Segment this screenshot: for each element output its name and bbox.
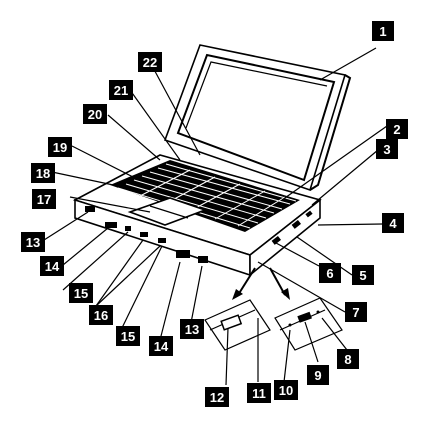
callout-8: 8 <box>337 349 359 369</box>
callout-17: 17 <box>32 189 56 209</box>
svg-text:20: 20 <box>88 107 102 122</box>
callout-10: 10 <box>274 380 298 400</box>
svg-text:1: 1 <box>379 24 386 39</box>
svg-text:15: 15 <box>74 286 88 301</box>
callout-4: 4 <box>382 213 404 233</box>
callout-18: 18 <box>31 163 55 183</box>
svg-text:7: 7 <box>352 305 359 320</box>
callout-15-right: 15 <box>116 326 140 346</box>
svg-text:4: 4 <box>389 216 397 231</box>
callout-19: 19 <box>48 137 72 157</box>
callout-14-right: 14 <box>149 336 173 356</box>
callout-22: 22 <box>138 52 162 72</box>
svg-text:3: 3 <box>383 142 390 157</box>
callout-12: 12 <box>205 387 229 407</box>
svg-text:19: 19 <box>53 140 67 155</box>
callout-15-left: 15 <box>69 283 93 303</box>
callout-2: 2 <box>386 119 408 139</box>
callout-5: 5 <box>352 265 374 285</box>
svg-text:22: 22 <box>143 55 157 70</box>
callout-21: 21 <box>109 80 133 100</box>
laptop-lid <box>163 44 352 192</box>
svg-text:18: 18 <box>36 166 50 181</box>
callout-6: 6 <box>319 263 341 283</box>
svg-text:15: 15 <box>121 329 135 344</box>
svg-text:14: 14 <box>45 259 60 274</box>
callout-9: 9 <box>307 365 329 385</box>
svg-text:8: 8 <box>344 352 351 367</box>
svg-text:5: 5 <box>359 268 366 283</box>
svg-text:2: 2 <box>393 122 400 137</box>
laptop-base <box>72 154 322 277</box>
svg-text:12: 12 <box>210 390 224 405</box>
svg-text:14: 14 <box>154 339 169 354</box>
leader-lines <box>43 47 388 386</box>
svg-text:11: 11 <box>252 386 266 401</box>
svg-text:16: 16 <box>94 308 108 323</box>
callout-14-left: 14 <box>40 256 64 276</box>
svg-text:13: 13 <box>185 322 199 337</box>
callout-13-left: 13 <box>21 232 45 252</box>
callout-3: 3 <box>376 139 398 159</box>
svg-text:17: 17 <box>37 192 51 207</box>
callout-1: 1 <box>372 21 394 41</box>
callout-13-right: 13 <box>180 319 204 339</box>
svg-text:9: 9 <box>314 368 321 383</box>
callout-16: 16 <box>89 305 113 325</box>
callout-7: 7 <box>345 302 367 322</box>
callout-11: 11 <box>247 383 271 403</box>
svg-text:10: 10 <box>279 383 293 398</box>
callout-20: 20 <box>83 104 107 124</box>
svg-text:13: 13 <box>26 235 40 250</box>
svg-text:6: 6 <box>326 266 333 281</box>
svg-text:21: 21 <box>114 83 128 98</box>
